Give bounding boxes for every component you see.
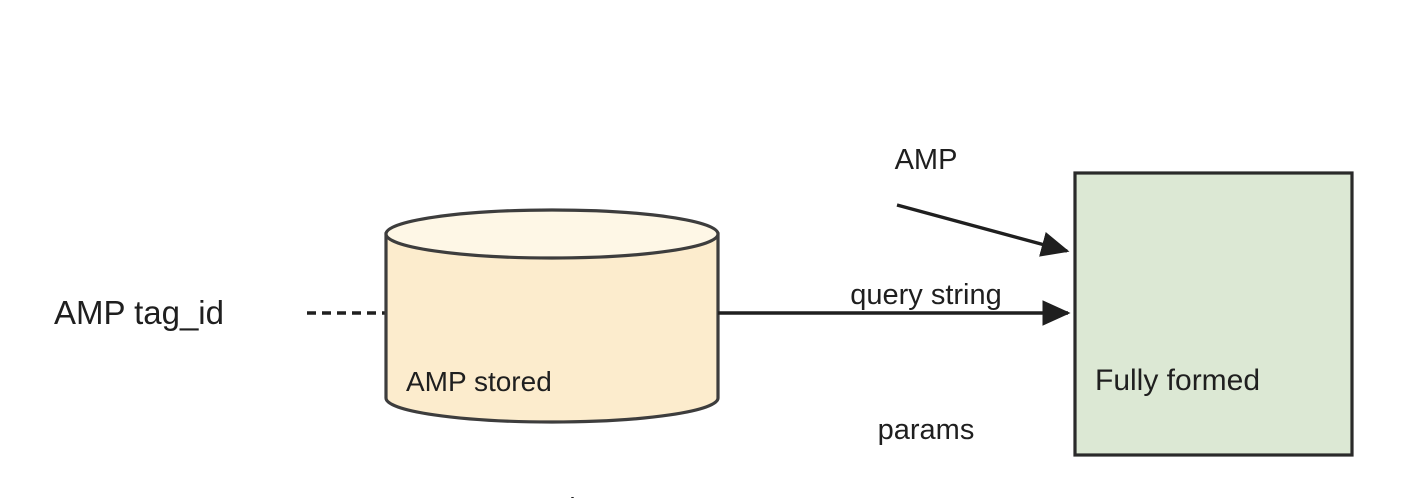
cylinder-label-line-1: AMP stored bbox=[406, 366, 552, 397]
cylinder-body bbox=[384, 232, 720, 424]
edge-params-to-ortb bbox=[896, 203, 1070, 257]
query-string-label-line-2: query string bbox=[850, 279, 1002, 311]
fully-formed-ortb-label: Fully formed ORTB bbox=[1095, 271, 1260, 498]
query-string-label-line-3: params bbox=[877, 414, 975, 446]
node-fully-formed-ortb bbox=[1073, 171, 1354, 457]
ortb-label-line-2: ORTB bbox=[1095, 491, 1260, 498]
query-string-label-line-1: AMP bbox=[894, 144, 958, 176]
cylinder-label-line-2: request template bbox=[406, 487, 615, 498]
amp-stored-request-template-label: AMP stored request template bbox=[406, 277, 615, 498]
ortb-label-line-1: Fully formed bbox=[1095, 364, 1261, 397]
amp-tag-id-label: AMP tag_id bbox=[54, 294, 224, 331]
node-amp-stored-request-template bbox=[384, 208, 720, 424]
cylinder-top bbox=[384, 208, 720, 260]
amp-query-string-params-label: AMP query string params bbox=[795, 48, 1057, 498]
